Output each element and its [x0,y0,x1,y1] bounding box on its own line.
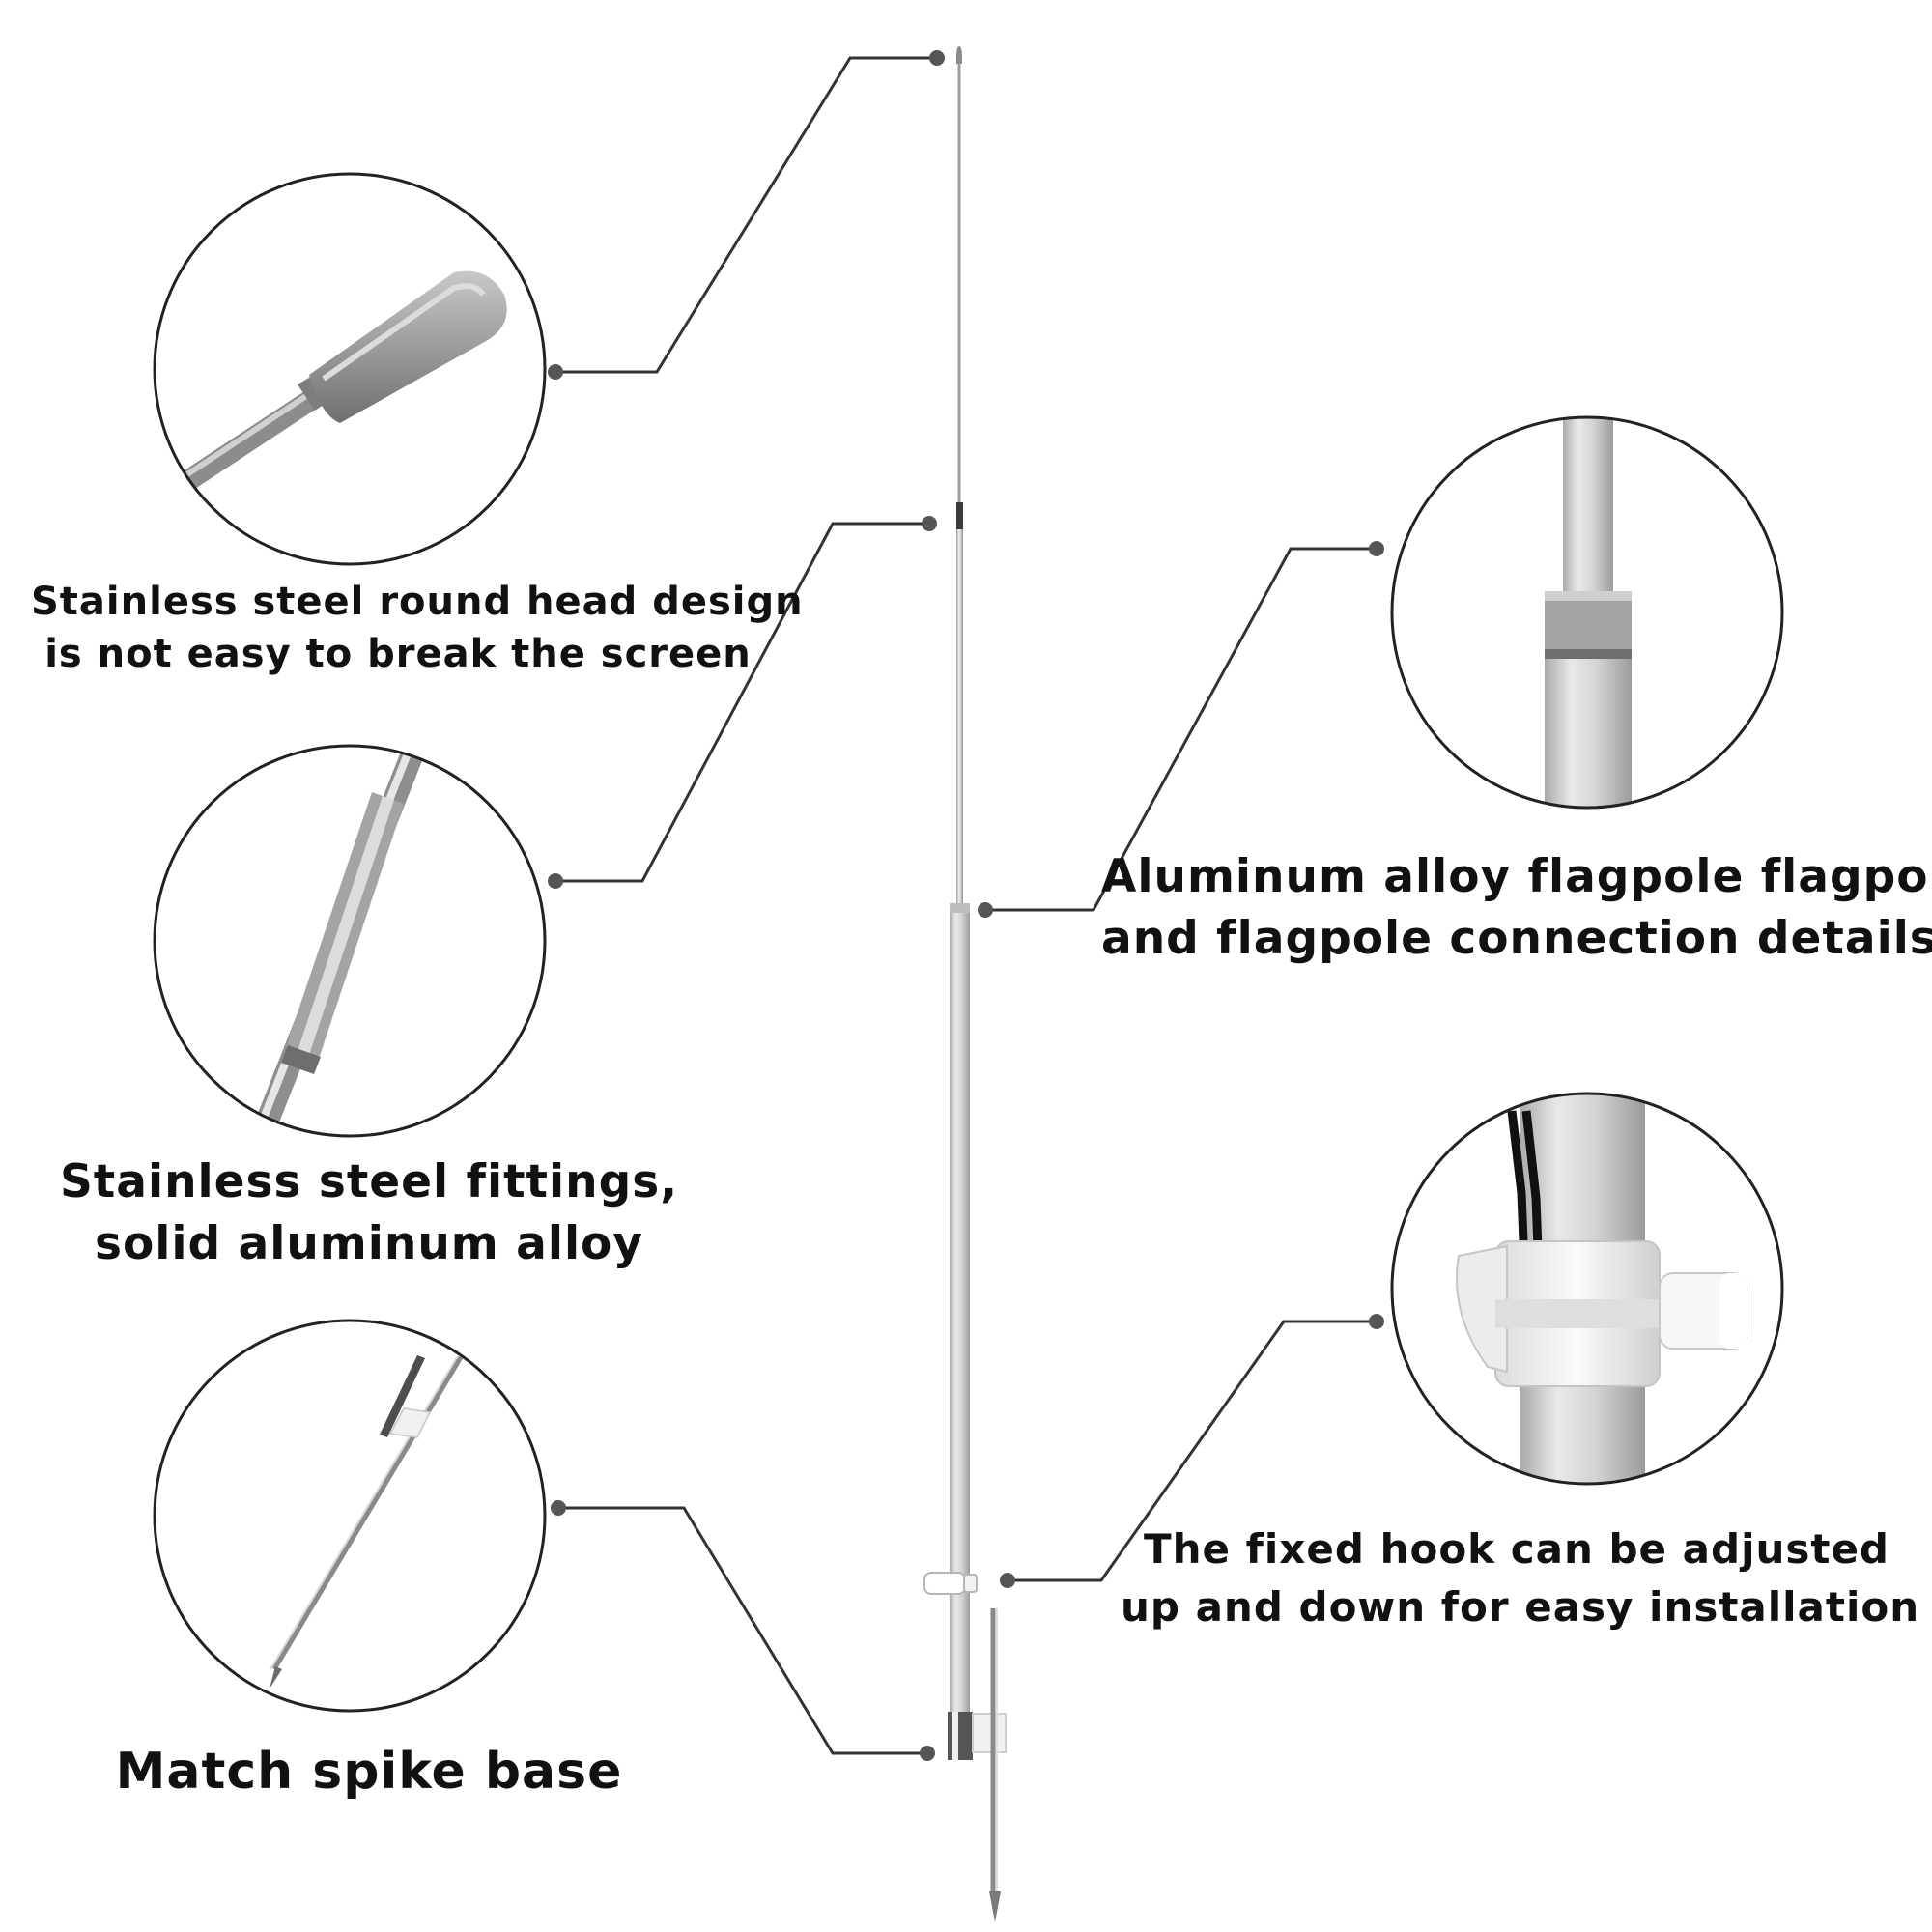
caption-connection: Aluminum alloy flagpole flagpole and fla… [1101,846,1932,970]
caption-hook: The fixed hook can be adjusted up and do… [1121,1520,1920,1636]
caption-hook-line-1: The fixed hook can be adjusted [1143,1525,1889,1573]
dot-hook-circle [1369,1314,1384,1329]
flagpole-lower-section [950,913,970,1734]
dot-connection-pole [978,902,993,918]
leader-line-spike-base [558,1506,927,1755]
dot-spike-pole [920,1746,935,1761]
spike-base-closeup-icon [153,1319,547,1713]
caption-fittings-line-1: Stainless steel fittings, [59,1155,679,1208]
caption-connection-line-2: and flagpole connection details [1101,912,1932,965]
caption-spike-base: Match spike base [31,1739,707,1804]
dot-connection-circle [1369,541,1384,556]
caption-spike-base-line-1: Match spike base [115,1743,623,1801]
caption-fittings: Stainless steel fittings, solid aluminum… [31,1151,707,1275]
leader-dots [548,50,1384,1761]
caption-round-head-line-2: is not easy to break the screen [44,632,752,676]
flagpole-fitting-upper [956,502,963,531]
dot-fittings-pole [922,516,937,531]
leader-line-fittings [555,522,929,883]
pole-connection-closeup-icon [1390,415,1784,810]
caption-hook-line-2: up and down for easy installation [1121,1583,1920,1631]
caption-connection-line-1: Aluminum alloy flagpole flagpole [1101,850,1932,903]
caption-fittings-line-2: solid aluminum alloy [95,1217,643,1270]
dot-hook-pole [1000,1573,1015,1588]
leader-lines [555,56,1377,1755]
dot-round-head-circle [548,364,563,380]
flagpole-connection [950,903,970,915]
caption-round-head-line-1: Stainless steel round head design [31,580,804,624]
fixed-hook-closeup-icon [1390,1092,1784,1486]
flagpole-spike-base [948,1608,1007,1922]
dot-spike-circle [551,1500,566,1516]
steel-round-head-closeup-icon [153,172,547,566]
flagpole-round-head [956,46,962,64]
leader-line-round-head [555,56,937,374]
flagpole-upper-section [956,529,963,906]
dot-fittings-circle [548,873,563,889]
leader-line-connection [985,547,1377,912]
flagpole-hook-clip [923,1572,978,1595]
steel-fitting-closeup-icon [153,744,547,1138]
caption-round-head: Stainless steel round head design is not… [31,576,804,680]
flagpole-diagram [923,46,1007,1922]
leader-line-hook [1008,1320,1377,1582]
dot-round-head-pole [929,50,945,66]
